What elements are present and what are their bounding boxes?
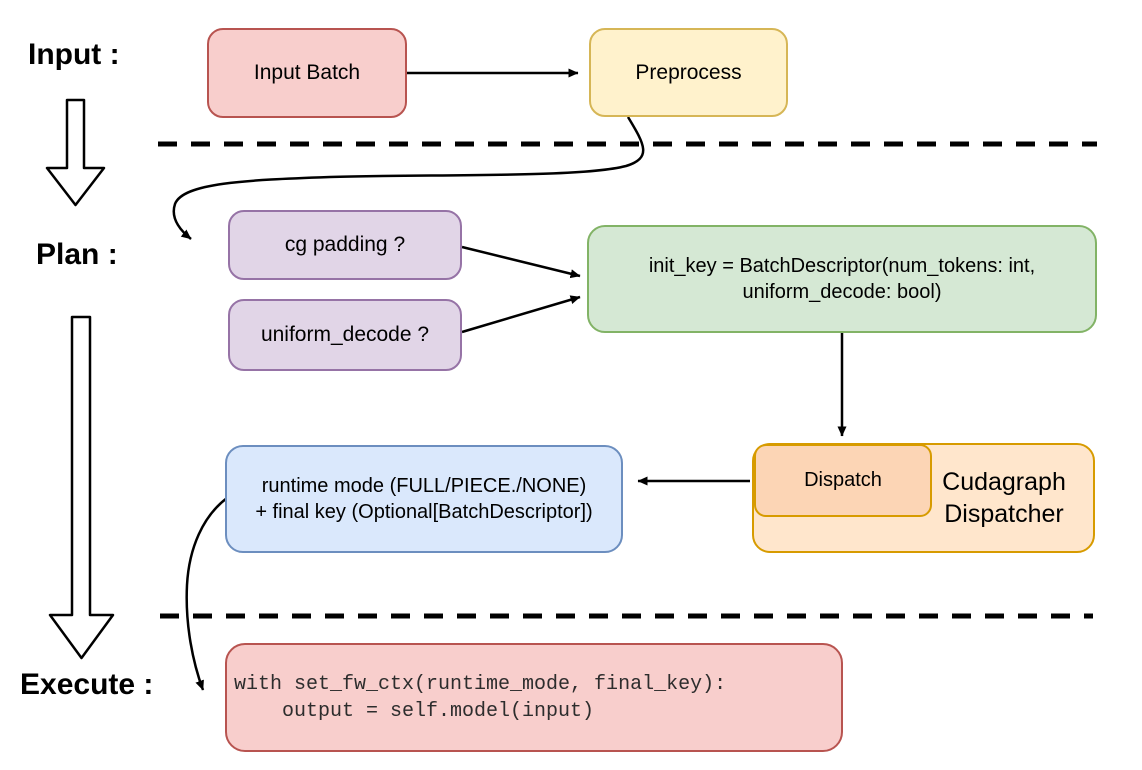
stage-label-execute: Execute : bbox=[20, 668, 154, 701]
execute-code-line-1: with set_fw_ctx(runtime_mode, final_key)… bbox=[234, 672, 727, 696]
arrow-cg-padding-to-init-key bbox=[461, 245, 581, 279]
arrow-preprocess-to-cg-padding bbox=[172, 116, 645, 240]
node-init-key: init_key = BatchDescriptor(num_tokens: i… bbox=[587, 225, 1097, 333]
node-uniform-decode: uniform_decode ? bbox=[228, 299, 462, 371]
stage-label-plan: Plan : bbox=[36, 238, 118, 271]
arrow-runtime-mode-to-execute-code bbox=[185, 497, 228, 691]
node-dispatch: Dispatch bbox=[754, 444, 932, 517]
node-cg-padding: cg padding ? bbox=[228, 210, 462, 280]
stage-arrow-input-to-plan bbox=[45, 98, 106, 207]
init-key-line-2: uniform_decode: bool) bbox=[742, 281, 942, 303]
stage-label-input: Input : bbox=[28, 38, 120, 71]
stage-arrow-plan-to-execute bbox=[48, 315, 115, 660]
node-execute-code: with set_fw_ctx(runtime_mode, final_key)… bbox=[225, 643, 843, 752]
node-input-batch: Input Batch bbox=[207, 28, 407, 118]
execute-code-block: with set_fw_ctx(runtime_mode, final_key)… bbox=[234, 671, 726, 725]
cudagraph-dispatcher-label: Cudagraph Dispatcher bbox=[942, 467, 1066, 529]
arrow-uniform-decode-to-init-key bbox=[461, 295, 581, 334]
runtime-mode-line-1: runtime mode (FULL/PIECE./NONE) bbox=[261, 474, 587, 497]
execute-code-line-2: output = self.model(input) bbox=[234, 699, 595, 723]
node-runtime-mode: runtime mode (FULL/PIECE./NONE) + final … bbox=[225, 445, 623, 553]
node-preprocess: Preprocess bbox=[589, 28, 788, 117]
runtime-mode-line-2: + final key (Optional[BatchDescriptor]) bbox=[255, 501, 593, 523]
init-key-line-1: init_key = BatchDescriptor(num_tokens: i… bbox=[648, 254, 1036, 277]
